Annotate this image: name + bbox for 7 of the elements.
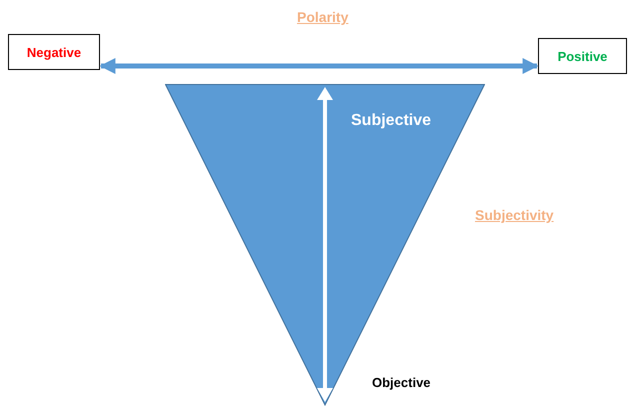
label-box: Negative (8, 34, 100, 70)
axis-label: Subjectivity (475, 207, 554, 223)
label-box: Positive (538, 38, 627, 74)
triangle-label: Subjective (351, 112, 432, 130)
edge-label: Polarity (297, 9, 348, 25)
double-arrow (99, 58, 539, 74)
axis-end-label: Objective (372, 375, 431, 390)
